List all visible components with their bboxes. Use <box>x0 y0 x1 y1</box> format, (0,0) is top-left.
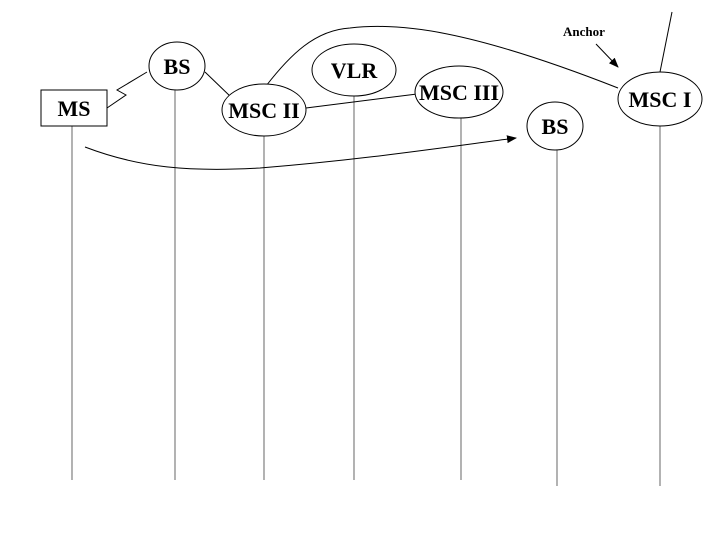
ms-box <box>40 89 108 127</box>
msc1-label: MSC I <box>629 87 692 112</box>
bs-right-label: BS <box>542 114 569 139</box>
vlr-label: VLR <box>331 58 379 83</box>
link-bs-msc2 <box>204 71 233 99</box>
anchor-label: Anchor <box>563 24 605 39</box>
radio-link <box>106 71 148 109</box>
link-msc2-msc1 <box>265 25 619 89</box>
bs-left-node <box>148 41 206 91</box>
msc3-label: MSC III <box>419 80 499 105</box>
msc3-node <box>414 65 504 119</box>
handover-arrow <box>84 135 517 170</box>
link-msc1-up <box>659 11 673 73</box>
link-msc2-msc3 <box>305 93 418 109</box>
bs-right-node <box>526 101 584 151</box>
anchor-arrow <box>595 43 619 68</box>
bs-left-label: BS <box>164 54 191 79</box>
vlr-node <box>311 43 397 97</box>
msc2-label: MSC II <box>228 98 300 123</box>
ms-label: MS <box>58 96 91 121</box>
msc2-node <box>221 83 307 137</box>
msc1-node <box>617 71 703 127</box>
